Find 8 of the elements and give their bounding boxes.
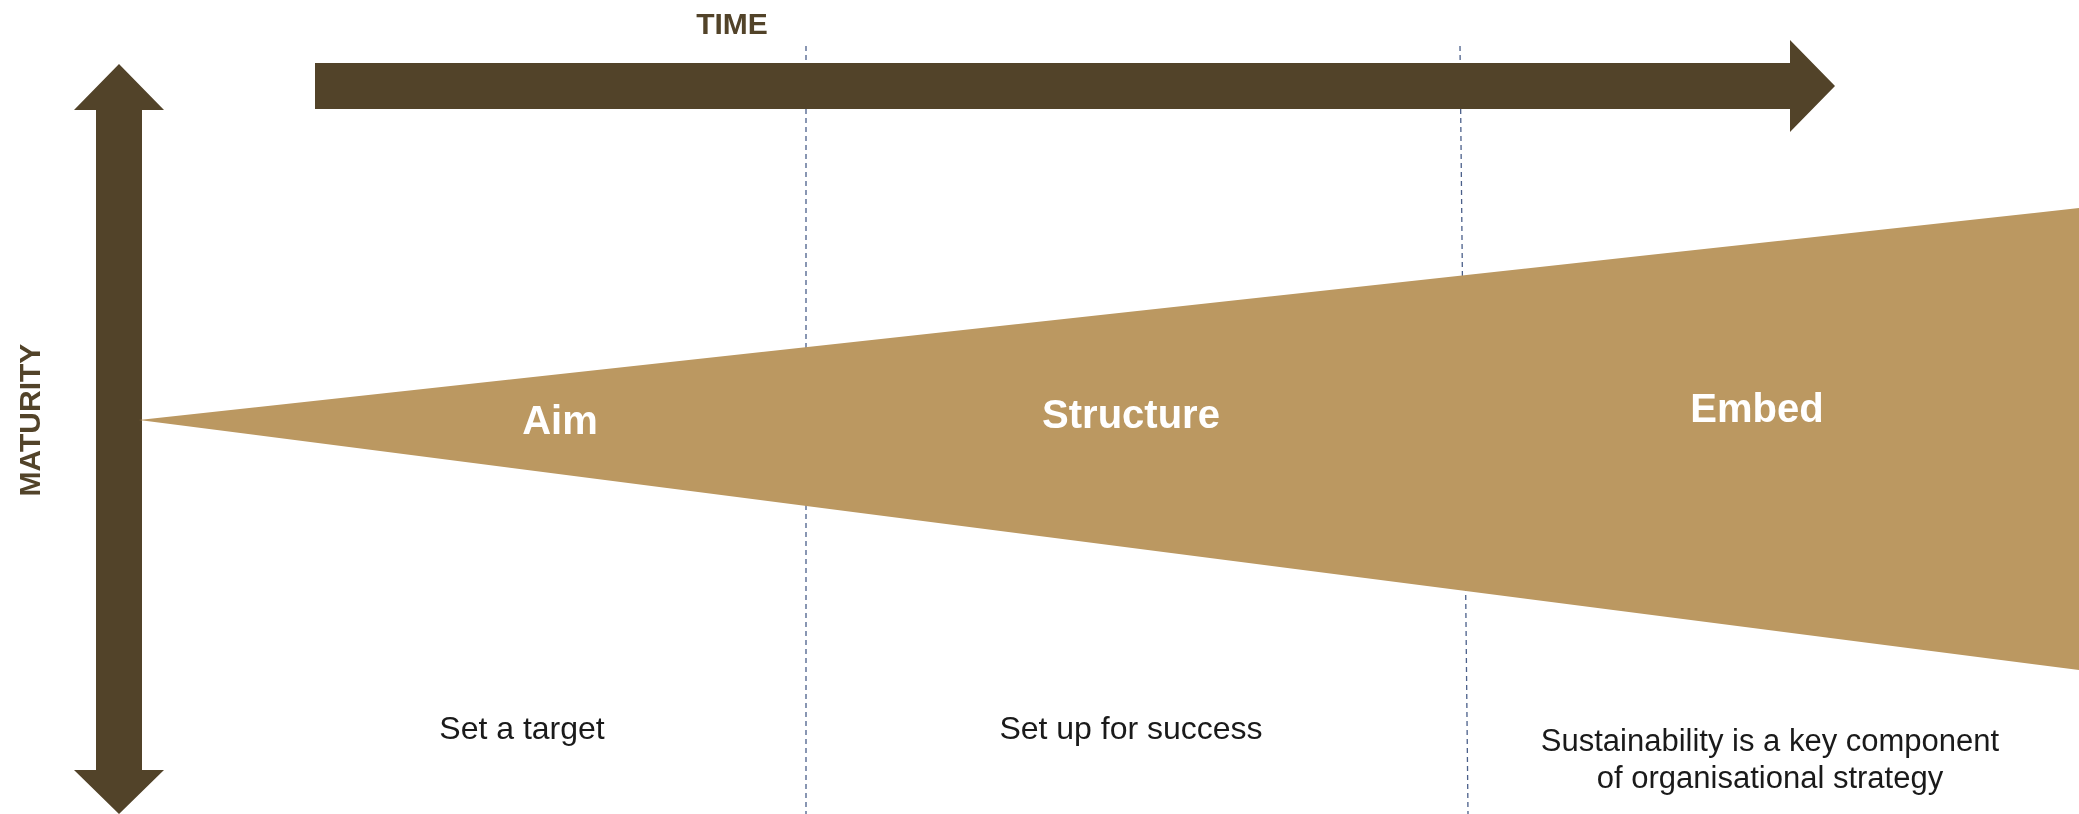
stage-description: Sustainability is a key component of organisational strategy — [1539, 723, 2001, 797]
stage-description: Set up for success — [998, 710, 1264, 748]
stage-title: Structure — [1042, 391, 1220, 437]
stage-title: Embed — [1690, 385, 1824, 431]
axis-title: MATURITY — [12, 342, 48, 499]
stage-description: Set a target — [438, 710, 606, 748]
axis-title: TIME — [695, 6, 769, 42]
stage-title: Aim — [522, 397, 598, 443]
